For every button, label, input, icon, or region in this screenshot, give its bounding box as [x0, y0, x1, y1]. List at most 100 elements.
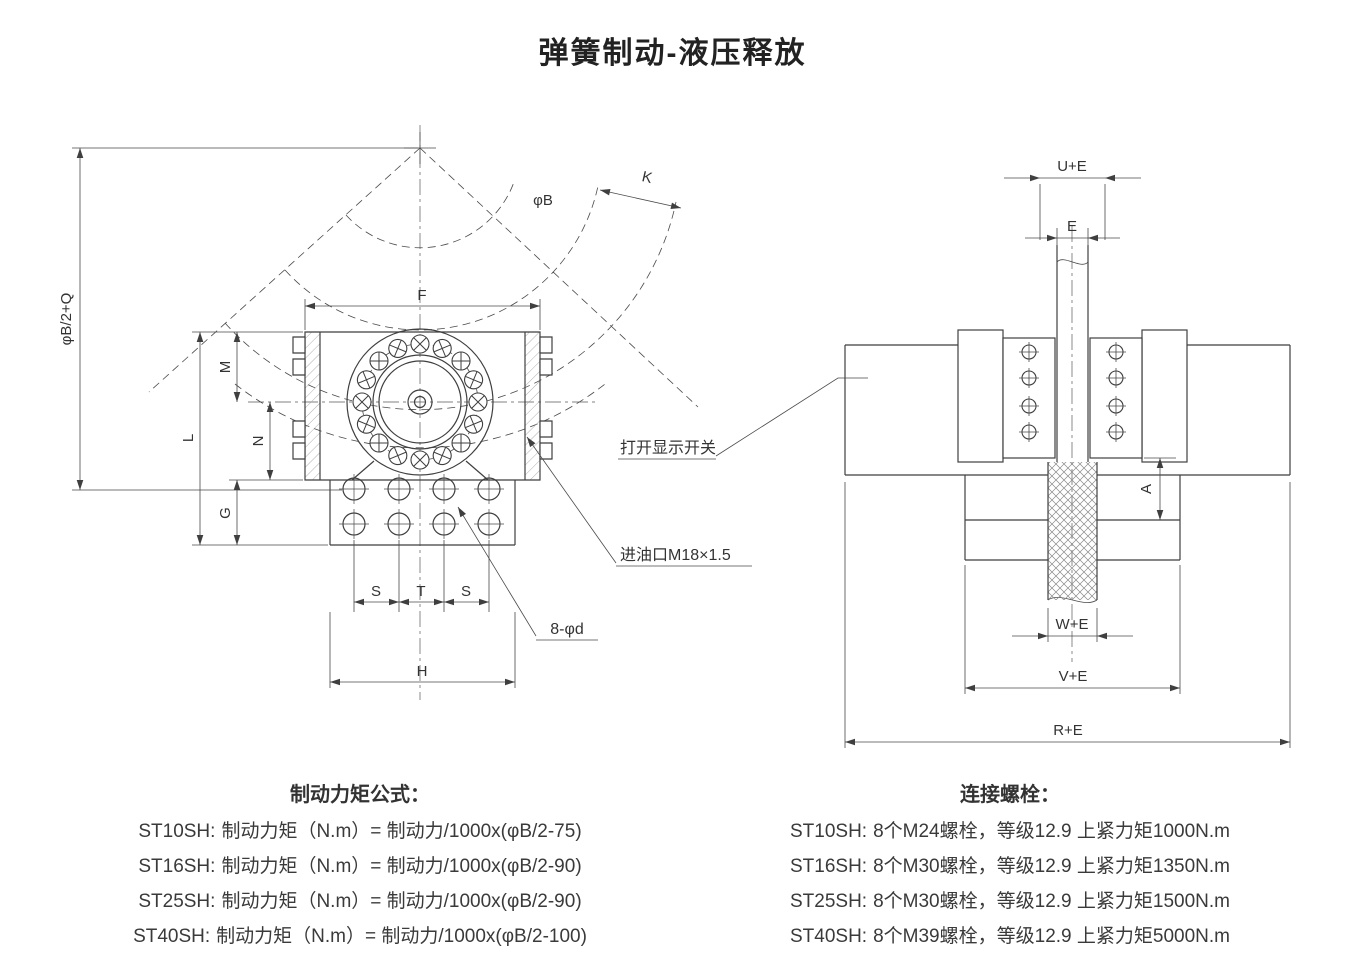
flange-bolt [447, 429, 475, 457]
formula-text: 制动力矩（N.m）= 制动力/1000x(φB/2-90) [221, 891, 582, 912]
dim-radius-label: φB/2+Q [58, 293, 75, 346]
dim-h-extensions [329, 612, 516, 688]
mounting-hole [338, 473, 370, 505]
dimension-w-e: W+E [1012, 608, 1133, 642]
mounting-hole [428, 473, 460, 505]
flange-bolt [352, 392, 372, 412]
dimension-e: E [1025, 218, 1120, 246]
dim-s-left-label: S [371, 583, 381, 600]
body-hatch-right [525, 332, 540, 480]
dimension-s-t-s: S T S [354, 583, 489, 606]
dimension-h: H [329, 612, 516, 688]
bolt-spec-text: 8个M24螺栓，等级12.9 上紧力矩1000N.m [873, 821, 1230, 842]
dim-ue-label: U+E [1057, 158, 1087, 175]
torque-formula-row: ST40SH:制动力矩（N.m）= 制动力/1000x(φB/2-100) [45, 919, 675, 954]
side-view: U+E E A W+E [618, 158, 1291, 748]
model-label: ST10SH: [138, 821, 216, 842]
dim-ve-label: V+E [1059, 668, 1088, 685]
torque-formula-row: ST16SH:制动力矩（N.m）= 制动力/1000x(φB/2-90) [45, 849, 675, 884]
bolt-holes-leader [457, 506, 537, 637]
mounting-hole [383, 473, 415, 505]
shaft-outline [844, 344, 1291, 476]
mounting-hole [473, 473, 505, 505]
dim-ue-extensions [1039, 184, 1106, 240]
dim-s-right-label: S [461, 583, 471, 600]
dimension-m: M [217, 332, 241, 402]
flange-outer-circle [346, 328, 494, 476]
side-bolt-tabs [292, 336, 553, 460]
brake-housing [957, 329, 1188, 463]
switch-leader [715, 377, 868, 457]
flange-bolt [447, 347, 475, 375]
model-label: ST40SH: [790, 926, 868, 947]
model-label: ST25SH: [790, 891, 868, 912]
torque-formula-row: ST10SH:制动力矩（N.m）= 制动力/1000x(φB/2-75) [45, 814, 675, 849]
dimension-r-e: R+E [844, 482, 1291, 748]
brake-disc-arcs: φB [148, 132, 699, 449]
flange-bolt [410, 450, 430, 470]
model-label: ST25SH: [138, 891, 216, 912]
hub-hatch [1048, 462, 1097, 600]
mounting-holes [338, 473, 505, 612]
connection-bolts-row: ST16SH:8个M30螺栓，等级12.9 上紧力矩1350N.m [695, 849, 1325, 884]
dim-h-label: H [417, 663, 428, 680]
flange-bolt [410, 334, 430, 354]
disc-diameter-label: φB [533, 192, 553, 209]
callout-oil-port: 进油口M18×1.5 [526, 436, 752, 567]
hub-circle [407, 389, 433, 415]
connection-bolts-block: 连接螺栓： ST10SH:8个M24螺栓，等级12.9 上紧力矩1000N.m … [695, 778, 1325, 954]
formula-text: 制动力矩（N.m）= 制动力/1000x(φB/2-75) [221, 821, 582, 842]
mounting-hole [428, 508, 460, 540]
mounting-hole [383, 508, 415, 540]
housing-right [1141, 329, 1188, 463]
bolt-holes-label: 8-φd [550, 621, 584, 638]
model-label: ST16SH: [138, 856, 216, 877]
page-title: 弹簧制动-液压释放 [538, 37, 807, 70]
dim-n-label: N [250, 436, 267, 447]
oil-port-label: 进油口M18×1.5 [620, 546, 731, 564]
dim-t-label: T [416, 583, 425, 600]
dimension-radius-total: φB/2+Q [58, 147, 418, 491]
mounting-hole [338, 508, 370, 540]
connection-bolts-row: ST40SH:8个M39螺栓，等级12.9 上紧力矩5000N.m [695, 919, 1325, 954]
hub-edges [1047, 462, 1098, 600]
callout-bolt-holes: 8-φd [457, 506, 598, 641]
centerlines [248, 125, 598, 700]
flange-inner-circle-2 [378, 360, 462, 444]
brake-body [292, 331, 553, 546]
disc-arc-set [148, 147, 699, 449]
dimension-n: N [229, 402, 303, 481]
dim-k-line [599, 188, 682, 210]
bolt-spec-text: 8个M30螺栓，等级12.9 上紧力矩1350N.m [873, 856, 1230, 877]
formula-text: 制动力矩（N.m）= 制动力/1000x(φB/2-100) [216, 926, 587, 947]
dimension-a: A [1138, 457, 1176, 520]
dimension-k: K [599, 168, 682, 210]
model-label: ST40SH: [133, 926, 211, 947]
connection-bolts-row: ST25SH:8个M30螺栓，等级12.9 上紧力矩1500N.m [695, 884, 1325, 919]
torque-formula-row: ST25SH:制动力矩（N.m）= 制动力/1000x(φB/2-90) [45, 884, 675, 919]
flange-inner-circle-1 [372, 354, 468, 450]
flange-bottom [964, 475, 1181, 561]
stem-edges [1056, 245, 1089, 462]
dim-l-label: L [180, 434, 197, 442]
dim-re-label: R+E [1053, 722, 1083, 739]
flange-bottom-outline [964, 475, 1181, 561]
housing-left [957, 329, 1004, 463]
switch-label: 打开显示开关 [620, 439, 716, 457]
dimension-u-e: U+E [1004, 158, 1141, 240]
dim-radius-extensions [72, 147, 418, 491]
hub-bore [413, 395, 427, 409]
oil-port-leader [526, 436, 617, 564]
front-centerlines [248, 125, 598, 700]
connection-bolts-row: ST10SH:8个M24螺栓，等级12.9 上紧力矩1000N.m [695, 814, 1325, 849]
connection-bolts-heading: 连接螺栓： [960, 784, 1060, 806]
formula-text: 制动力矩（N.m）= 制动力/1000x(φB/2-90) [221, 856, 582, 877]
torque-formula-block: 制动力矩公式： ST10SH:制动力矩（N.m）= 制动力/1000x(φB/2… [45, 778, 675, 954]
torque-formula-heading: 制动力矩公式： [290, 784, 430, 806]
front-view: φB K [58, 125, 752, 700]
dimension-l: L [180, 331, 328, 546]
dim-we-label: W+E [1056, 616, 1089, 633]
dimension-f: F [304, 287, 541, 330]
